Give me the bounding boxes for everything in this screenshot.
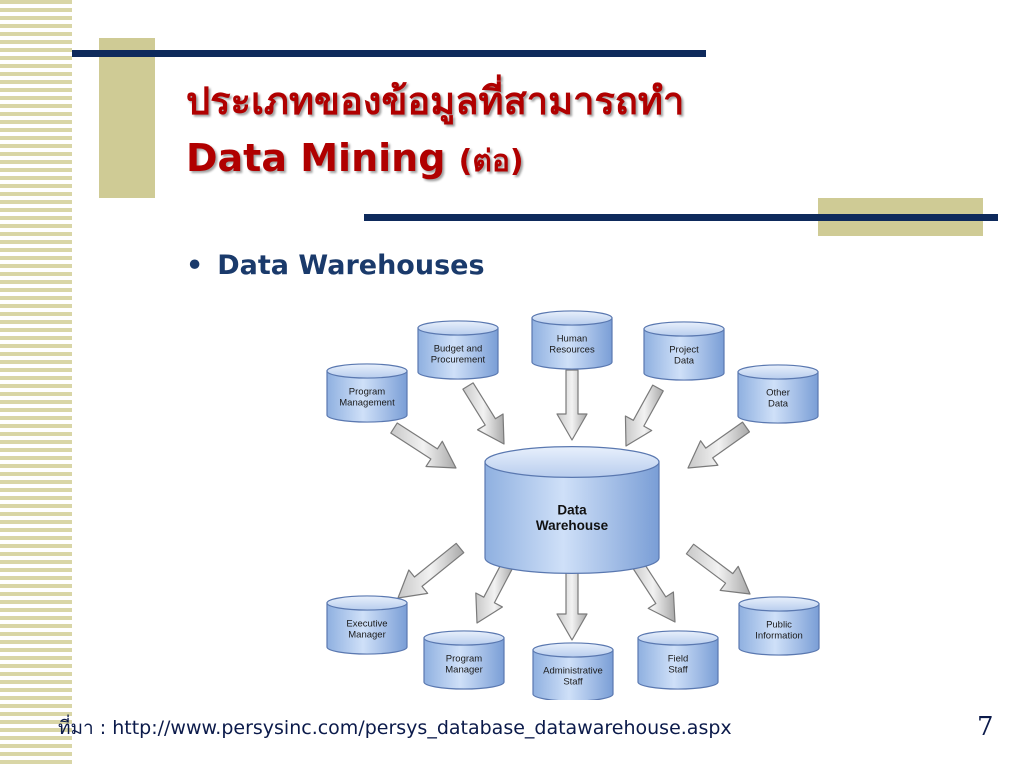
source-cylinder-3-label: Human xyxy=(557,333,588,344)
source-cylinder-4-label: Data xyxy=(674,355,695,366)
title-paren: (ต่อ) xyxy=(458,144,524,179)
source-cylinder-4-label: Project xyxy=(669,344,699,355)
left-stripe-decoration xyxy=(0,0,72,768)
title-main: Data Mining xyxy=(186,136,446,180)
source-cylinder-2-label: Budget and xyxy=(434,343,483,354)
arrow-in-1 xyxy=(390,422,457,469)
arrow-in-2 xyxy=(462,382,505,445)
arrow-out-5 xyxy=(685,543,751,595)
source-cylinder-3-label: Resources xyxy=(549,344,595,355)
slide-title-line2: Data Mining (ต่อ) xyxy=(186,136,524,185)
consumer-cylinder-4-label: Field xyxy=(668,653,689,664)
slide-title-line1: ประเภทของข้อมูลที่สามารถทำ xyxy=(186,79,685,123)
source-cylinder-1-label: Management xyxy=(339,397,395,408)
consumer-cylinder-5-label: Information xyxy=(755,630,803,641)
source-cylinder-5-label: Other xyxy=(766,387,790,398)
navy-rule-bottom xyxy=(364,214,998,221)
bullet-item: • Data Warehouses xyxy=(186,250,485,281)
arrows-group xyxy=(390,369,751,641)
consumer-cylinder-1-label: Executive xyxy=(346,618,387,629)
arrow-out-1 xyxy=(397,542,465,599)
source-cylinder-2-label: Procurement xyxy=(431,354,486,365)
consumer-cylinder-3-label: Staff xyxy=(563,676,583,687)
arrow-in-5 xyxy=(687,421,751,469)
data-warehouse-cylinder-label: Warehouse xyxy=(536,518,609,533)
consumer-cylinder-5-label: Public xyxy=(766,619,792,630)
arrow-in-4 xyxy=(624,384,664,447)
navy-rule-top xyxy=(72,50,706,57)
consumer-cylinder-3-label: Administrative xyxy=(543,665,603,676)
bullet-text: Data Warehouses xyxy=(217,250,485,281)
source-citation: ที่มา : http://www.persysinc.com/persys_… xyxy=(58,717,732,739)
bullet-dot-icon: • xyxy=(186,250,204,281)
consumer-cylinder-4-label: Staff xyxy=(668,664,688,675)
arrow-out-3 xyxy=(556,569,588,641)
arrow-out-2 xyxy=(475,560,514,624)
arrow-in-3 xyxy=(556,369,588,441)
olive-block-top xyxy=(99,38,155,198)
page-number: 7 xyxy=(977,712,994,742)
data-warehouse-cylinder-label: Data xyxy=(557,503,587,518)
source-cylinder-1-label: Program xyxy=(349,386,386,397)
consumer-cylinder-1-label: Manager xyxy=(348,629,386,640)
consumer-cylinder-2-label: Program xyxy=(446,653,483,664)
source-cylinder-5-label: Data xyxy=(768,398,789,409)
consumer-cylinder-2-label: Manager xyxy=(445,664,483,675)
